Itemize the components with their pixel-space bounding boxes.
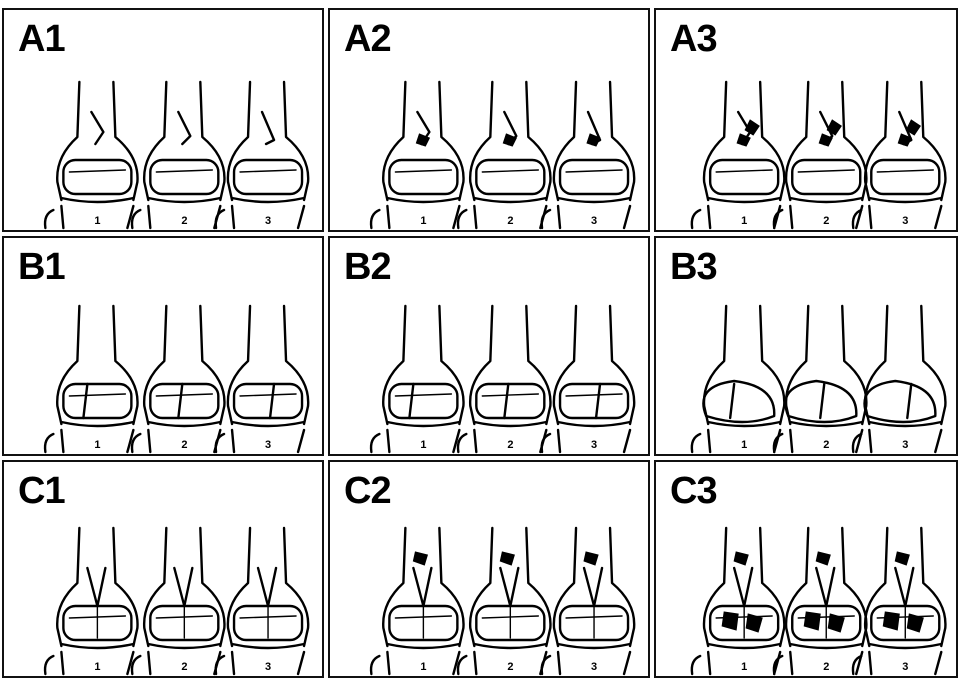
knee-drawing: 2 xyxy=(774,528,866,674)
knee-drawing: 3 xyxy=(216,306,308,452)
figure-number: 2 xyxy=(823,661,829,673)
figure-number: 3 xyxy=(265,215,271,227)
figure-number: 1 xyxy=(420,661,426,673)
figure-number: 2 xyxy=(181,439,187,451)
knee-drawing: 1 xyxy=(45,528,137,674)
knee-drawing: 3 xyxy=(542,82,634,228)
figure-number: 2 xyxy=(181,661,187,673)
figure-number: 1 xyxy=(420,439,426,451)
figure-number: 3 xyxy=(265,661,271,673)
figure-number: 3 xyxy=(591,439,597,451)
knee-diagrams: 1 2 3 xyxy=(656,238,958,456)
knee-drawing: 2 xyxy=(132,82,224,228)
figure-number: 2 xyxy=(823,439,829,451)
knee-diagrams: 1 2 3 xyxy=(4,10,324,232)
figure-number: 2 xyxy=(507,661,513,673)
figure-number: 1 xyxy=(741,215,747,227)
knee-drawing: 3 xyxy=(216,82,308,228)
figure-number: 3 xyxy=(902,439,908,451)
knee-drawing: 3 xyxy=(216,528,308,674)
knee-drawing: 2 xyxy=(774,82,866,228)
knee-drawing: 2 xyxy=(458,528,550,674)
figure-number: 3 xyxy=(591,661,597,673)
knee-drawing: 1 xyxy=(45,306,137,452)
knee-drawing: 3 xyxy=(853,528,945,674)
figure-number: 2 xyxy=(507,439,513,451)
figure-number: 3 xyxy=(902,215,908,227)
figure-number: 1 xyxy=(94,215,100,227)
figure-number: 2 xyxy=(507,215,513,227)
knee-drawing: 3 xyxy=(853,306,945,452)
figure-number: 3 xyxy=(591,215,597,227)
knee-drawing: 1 xyxy=(371,306,463,452)
figure-number: 1 xyxy=(741,661,747,673)
knee-drawing: 1 xyxy=(692,528,784,674)
knee-drawing: 2 xyxy=(132,528,224,674)
figure-number: 1 xyxy=(94,439,100,451)
knee-drawing: 2 xyxy=(458,306,550,452)
knee-drawing: 2 xyxy=(458,82,550,228)
figure-number: 2 xyxy=(823,215,829,227)
knee-drawing: 3 xyxy=(853,82,945,228)
knee-drawing: 2 xyxy=(774,306,866,452)
knee-drawing: 1 xyxy=(692,306,784,452)
knee-drawing: 3 xyxy=(542,528,634,674)
knee-drawing: 1 xyxy=(371,528,463,674)
knee-drawing: 3 xyxy=(542,306,634,452)
knee-diagrams: 1 2 3 xyxy=(330,238,650,456)
knee-diagrams: 1 2 3 xyxy=(330,462,650,678)
knee-diagrams: 1 2 3 xyxy=(4,238,324,456)
knee-diagrams: 1 2 3 xyxy=(330,10,650,232)
knee-drawing: 1 xyxy=(371,82,463,228)
knee-drawing: 1 xyxy=(692,82,784,228)
figure-number: 3 xyxy=(265,439,271,451)
figure-number: 3 xyxy=(902,661,908,673)
figure-number: 1 xyxy=(741,439,747,451)
figure-number: 2 xyxy=(181,215,187,227)
knee-diagrams: 1 2 3 xyxy=(656,10,958,232)
figure-number: 1 xyxy=(420,215,426,227)
knee-drawing: 1 xyxy=(45,82,137,228)
figure-number: 1 xyxy=(94,661,100,673)
knee-diagrams: 1 2 3 xyxy=(656,462,958,678)
knee-drawing: 2 xyxy=(132,306,224,452)
knee-diagrams: 1 2 3 xyxy=(4,462,324,678)
